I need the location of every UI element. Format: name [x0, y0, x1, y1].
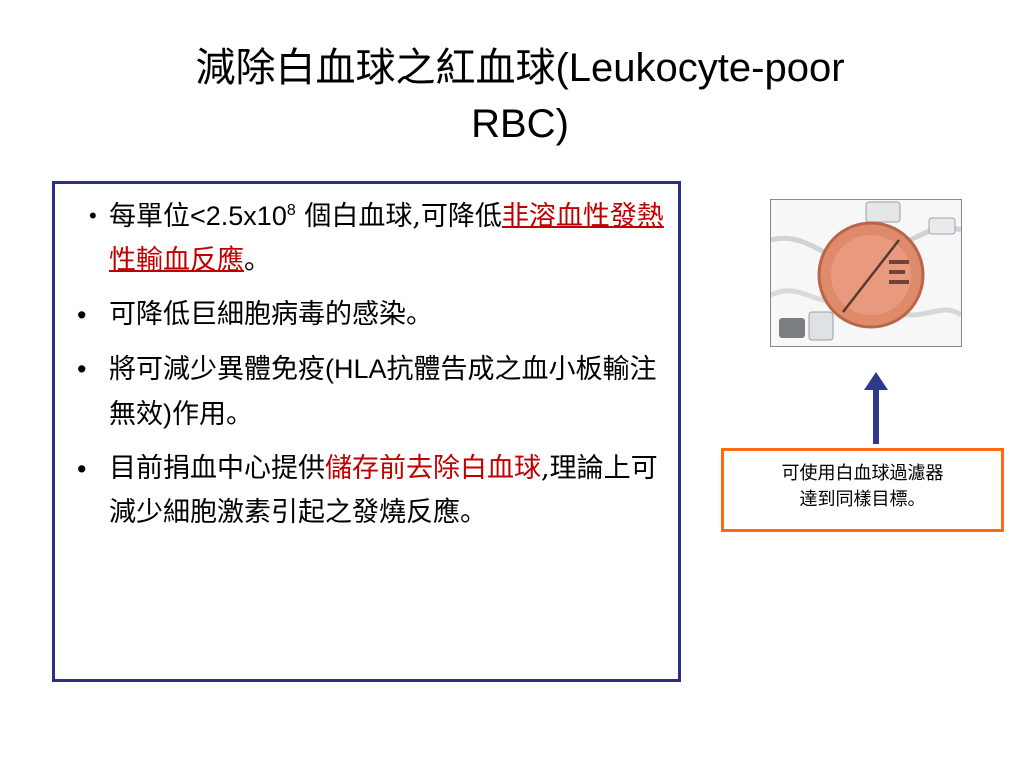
bullet-1-text-b: <2.5x10 — [190, 201, 287, 231]
filter-label-mark-icon — [889, 280, 909, 284]
bullet-3-text-e: 作用。 — [172, 399, 253, 430]
title-cjk: 減除白血球之紅血球 — [195, 45, 556, 91]
bullet-dot: • — [77, 300, 87, 330]
bullet-2-text: 可降低巨細胞病毒的感染。 — [109, 299, 433, 330]
leukocyte-filter-photo — [770, 199, 962, 347]
bullet-3-text-b: (HLA — [325, 354, 387, 384]
bullet-4-text-a: 目前捐血中心提供 — [109, 453, 325, 484]
bullet-3-text-d: ) — [163, 399, 172, 429]
title-latin-line2: RBC) — [471, 102, 569, 146]
up-arrow-icon — [864, 372, 888, 444]
bullet-item-1: • 每單位<2.5x108 個白血球,可降低非溶血性發熱性輸血反應。 — [67, 194, 667, 283]
callout-line-1: 可使用白血球過濾器 — [781, 463, 944, 484]
title-latin: (Leukocyte-poor — [555, 46, 845, 90]
connector-icon — [928, 217, 956, 235]
filter-callout: 可使用白血球過濾器 達到同樣目標。 — [721, 448, 1004, 532]
bullet-1-text-c: 個白血球,可降低 — [295, 201, 502, 232]
connector-icon — [865, 201, 901, 223]
bullet-1-text-d: 。 — [244, 245, 271, 276]
bullet-item-4: • 目前捐血中心提供儲存前去除白血球,理論上可減少細胞激素引起之發燒反應。 — [67, 447, 667, 535]
slide-title: 減除白血球之紅血球(Leukocyte-poor RBC) — [60, 40, 980, 152]
spike-icon — [808, 311, 834, 341]
bullet-dot: • — [89, 203, 97, 228]
bullet-1-superscript: 8 — [286, 202, 296, 219]
bullet-item-2: • 可降低巨細胞病毒的感染。 — [67, 293, 667, 337]
bullet-dot: • — [77, 354, 87, 384]
bullet-4-text-b: ,理論上可減少細胞激素引起之發燒反應。 — [109, 453, 658, 528]
bullet-1-highlight: 非溶血性發熱性輸血反應 — [109, 201, 664, 276]
filter-device-illustration — [771, 201, 961, 341]
content-box: • 每單位<2.5x108 個白血球,可降低非溶血性發熱性輸血反應。 • 可降低… — [52, 181, 681, 682]
clamp-icon — [779, 318, 805, 338]
filter-label-mark-icon — [889, 270, 905, 274]
filter-seam-icon — [842, 239, 900, 313]
bullet-3-text-a: 將可減少異體免疫 — [109, 354, 325, 385]
filter-label-mark-icon — [889, 260, 909, 264]
bullet-item-3: • 將可減少異體免疫(HLA抗體告成之血小板輸注無效)作用。 — [67, 347, 667, 437]
bullet-3-text-c: 抗體告成之血小板輸注無效 — [109, 354, 657, 430]
bullet-dot: • — [77, 454, 87, 484]
bullet-1-text-a: 每單位 — [109, 201, 190, 232]
bullet-4-highlight: 儲存前去除白血球 — [325, 453, 541, 484]
bullet-list: • 每單位<2.5x108 個白血球,可降低非溶血性發熱性輸血反應。 • 可降低… — [67, 194, 667, 545]
callout-line-2: 達到同樣目標。 — [799, 489, 926, 510]
